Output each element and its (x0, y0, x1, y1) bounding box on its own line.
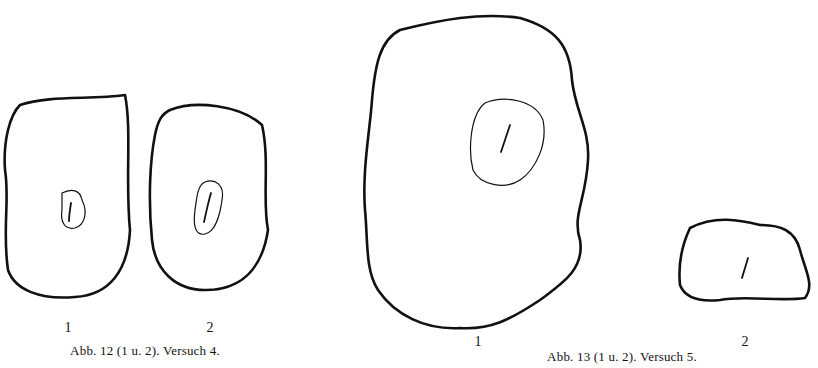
figure-caption: Abb. 12 (1 u. 2). Versuch 4. (70, 344, 220, 358)
figure-number: 2 (742, 334, 749, 349)
nucleus-outline (62, 190, 86, 228)
nucleus-outline (194, 181, 222, 234)
cell-outline (364, 16, 588, 328)
nucleus-mark (742, 258, 748, 278)
cell-outline (679, 220, 809, 301)
nucleus-mark (501, 125, 510, 152)
nucleus-mark (69, 203, 71, 221)
figure-caption: Abb. 13 (1 u. 2). Versuch 5. (547, 350, 697, 364)
figure-number: 1 (475, 334, 482, 349)
nucleus-mark (204, 193, 211, 222)
cell-outline (5, 95, 130, 298)
figure-number: 2 (207, 320, 214, 335)
figure-number: 1 (65, 320, 72, 335)
nucleus-outline (471, 99, 545, 185)
cell-outline (150, 105, 268, 290)
